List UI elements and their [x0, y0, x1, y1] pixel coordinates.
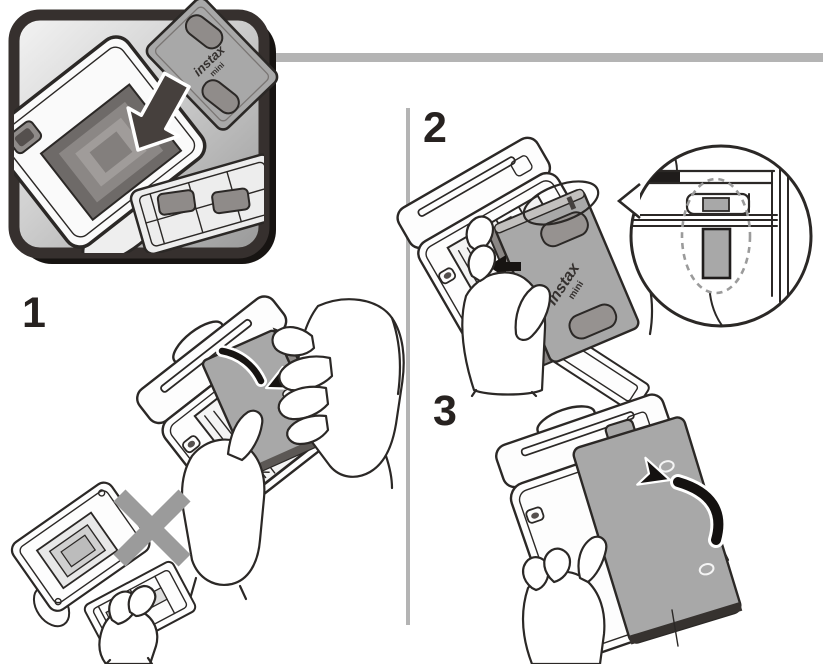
incorrect-cross-icon [113, 489, 191, 567]
wrong-hand [98, 584, 159, 664]
step-1-illustration [136, 295, 405, 601]
incorrect-handling-illustration [10, 481, 197, 664]
close-door-arrow-icon [636, 456, 727, 548]
step-2-number: 2 [423, 104, 447, 152]
overview-box-content [14, 35, 264, 253]
door-hole [698, 563, 715, 576]
thumb [226, 409, 264, 462]
camera-alignment-mark [702, 197, 730, 212]
door-hole [658, 460, 675, 473]
door-bottom-edge [628, 601, 743, 645]
insert-film-arrow-icon [488, 255, 521, 278]
step-3-illustration [495, 393, 743, 664]
step1-left-hand [181, 409, 266, 601]
thumb [577, 535, 608, 584]
step2-film-pack: instax mini [485, 188, 640, 367]
step1-right-hand [271, 298, 405, 490]
film-pack-slots [184, 14, 240, 115]
alignment-highlight-ellipse [522, 180, 600, 226]
door-pressure-plates [156, 187, 251, 216]
overview-illustration: instax mini [8, 0, 279, 264]
pack-alignment-mark [701, 227, 732, 280]
step-2-illustration: instax mini [396, 136, 654, 413]
alignment-dashed-ellipse [680, 177, 752, 295]
pack-alignment-mark [566, 196, 577, 210]
pack-slot [540, 211, 589, 248]
step-1-number: 1 [22, 289, 46, 337]
step3-hand [521, 535, 608, 664]
callout-content [631, 146, 789, 326]
door-bottom-edge [248, 435, 325, 476]
insert-direction-arrow-icon [126, 71, 191, 152]
door-string [671, 609, 679, 647]
thumb [271, 326, 316, 357]
callout-pointer [616, 182, 641, 220]
step2-hand [461, 215, 654, 398]
step-3-number: 3 [433, 387, 457, 435]
thumb [514, 284, 552, 341]
detail-callout [616, 144, 813, 328]
open-film-door-illustration [129, 153, 264, 253]
step3-film-door [572, 416, 743, 645]
pack-slot [568, 303, 618, 340]
film-exit-slit [417, 156, 516, 217]
section-header-bar [264, 53, 823, 62]
column-divider [406, 108, 410, 625]
pack-top-edge [494, 188, 585, 234]
wrong-camera [10, 481, 151, 628]
